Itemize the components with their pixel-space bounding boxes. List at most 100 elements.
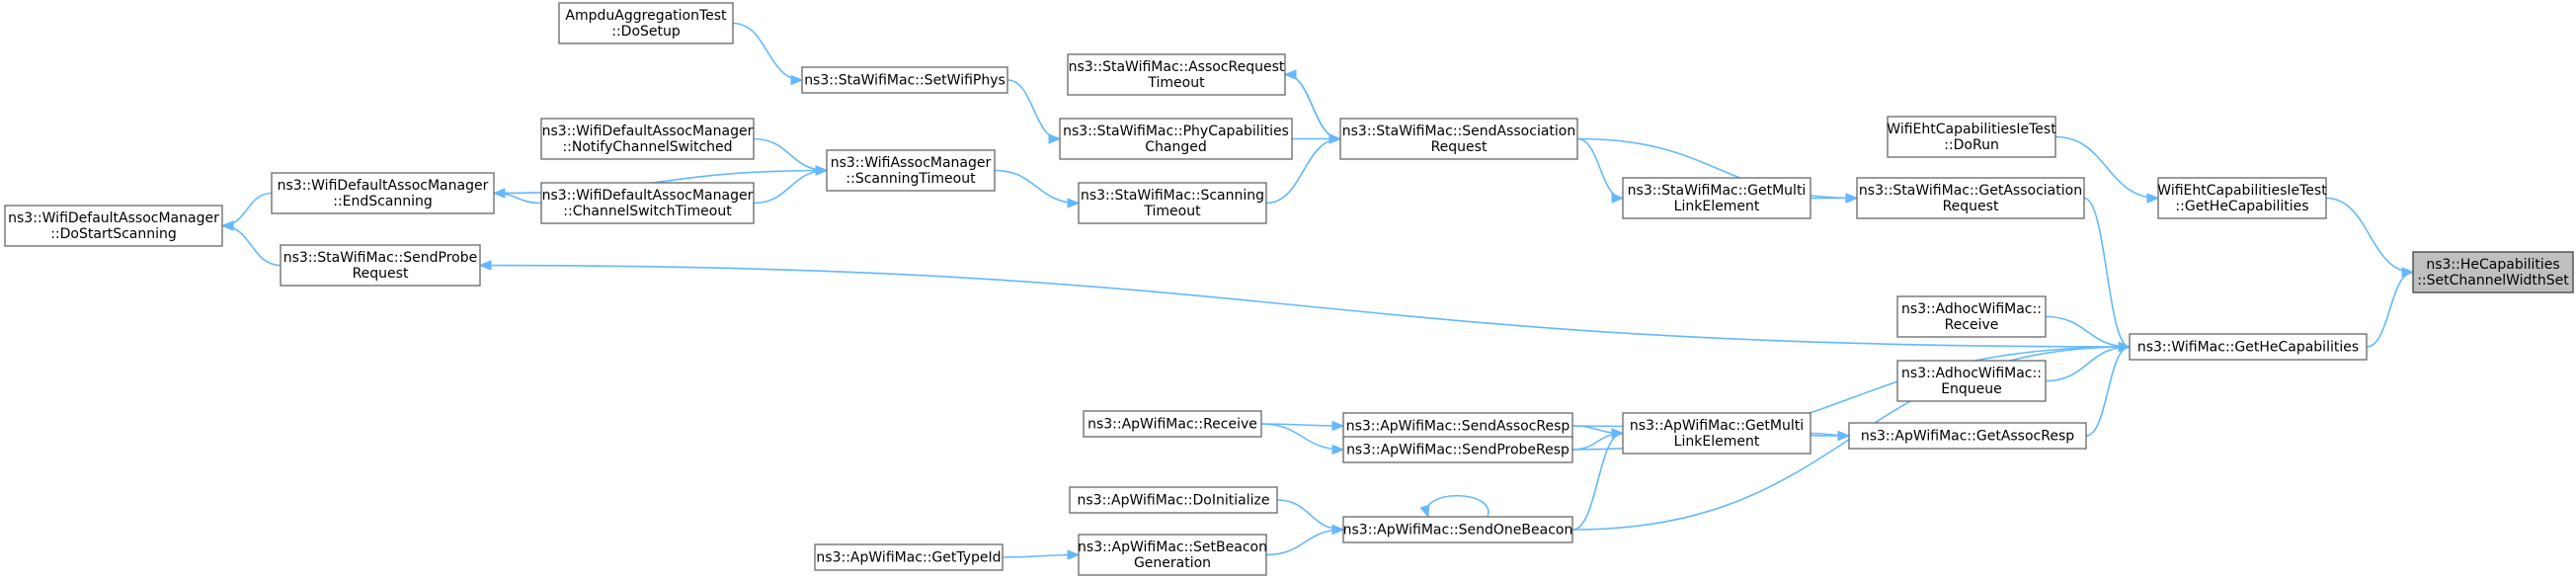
node-ehtGetHeCap[interactable]: WifiEhtCapabilitiesIeTest::GetHeCapabili… (2157, 177, 2327, 219)
edge-line (2085, 346, 2131, 437)
edge-line (1006, 79, 1061, 140)
node-box (1848, 422, 2087, 450)
node-defNotifyCh[interactable]: ns3::WifiDefaultAssocManager::NotifyChan… (540, 118, 755, 160)
node-box (1059, 118, 1293, 160)
node-label: ns3::StaWifiMac::GetAssociation (1859, 183, 2082, 199)
node-box (814, 543, 1004, 571)
edge-arrowhead (1067, 549, 1081, 560)
node-label: AmpduAggregationTest (565, 8, 727, 24)
node-apDoInit[interactable]: ns3::ApWifiMac::DoInitialize (1069, 486, 1278, 514)
node-label: Enqueue (1941, 381, 2002, 397)
edge-defChSwitchTimeout-to-defEndScan (492, 188, 542, 205)
node-label: ns3::HeCapabilities (2426, 257, 2559, 273)
node-box (1622, 412, 1811, 455)
edge-arrowhead (1067, 198, 1081, 208)
node-box (1078, 182, 1267, 224)
node-label: ::ChannelSwitchTimeout (563, 204, 732, 219)
edge-arrowhead (1845, 193, 1859, 204)
node-apReceive[interactable]: ns3::ApWifiMac::Receive (1083, 410, 1262, 438)
node-apSendOneBeacon[interactable]: ns3::ApWifiMac::SendOneBeacon (1342, 516, 1573, 543)
edge-line (1571, 432, 1624, 531)
edge-staGetAssocReq-to-getHeCap (2083, 197, 2132, 353)
node-staSetWifiPhys[interactable]: ns3::StaWifiMac::SetWifiPhys (801, 66, 1008, 94)
edge-arrowhead (1611, 193, 1625, 204)
node-box (826, 149, 996, 192)
node-root[interactable]: ns3::HeCapabilities::SetChannelWidthSet (2412, 251, 2574, 293)
node-label: ns3::StaWifiMac::SetWifiPhys (804, 73, 1006, 89)
edge-arrowhead (1331, 420, 1345, 432)
node-ehtDoRun[interactable]: WifiEhtCapabilitiesIeTest::DoRun (1887, 116, 2056, 158)
edge-line (1576, 137, 1624, 200)
edge-getHeCap-to-root (2366, 267, 2415, 348)
nodes-layer: ns3::HeCapabilities::SetChannelWidthSetn… (4, 2, 2574, 576)
edge-line (2083, 197, 2131, 348)
edge-arrowhead (1328, 133, 1342, 144)
node-label: ns3::ApWifiMac::SendProbeResp (1346, 443, 1570, 458)
edge-ehtDoRun-to-ehtGetHeCap (2054, 135, 2160, 204)
node-label: ns3::ApWifiMac::SendOneBeacon (1343, 523, 1573, 539)
node-apSendAssocResp[interactable]: ns3::ApWifiMac::SendAssocResp (1342, 412, 1573, 440)
node-apGetAssocResp[interactable]: ns3::ApWifiMac::GetAssocResp (1848, 422, 2087, 450)
edge-ampduDoSetup-to-staSetWifiPhys (732, 22, 804, 86)
node-defChSwitchTimeout[interactable]: ns3::WifiDefaultAssocManager::ChannelSwi… (540, 182, 755, 224)
node-box (1342, 436, 1573, 463)
node-box (2129, 333, 2368, 361)
node-label: ns3::ApWifiMac::SetBeacon (1078, 540, 1267, 555)
node-defDoStartScan[interactable]: ns3::WifiDefaultAssocManager::DoStartSca… (4, 205, 223, 247)
edge-line (221, 192, 273, 227)
node-apSendProbeResp[interactable]: ns3::ApWifiMac::SendProbeResp (1342, 436, 1573, 463)
node-apGetTypeId[interactable]: ns3::ApWifiMac::GetTypeId (814, 543, 1004, 571)
node-label: ns3::ApWifiMac::GetAssocResp (1861, 429, 2074, 445)
node-box (1078, 534, 1267, 576)
node-label: WifiEhtCapabilitiesIeTest (1887, 122, 2056, 137)
node-box (4, 205, 223, 247)
node-box (540, 118, 755, 160)
node-label: ::GetHeCapabilities (2175, 199, 2308, 214)
edge-apReceive-to-apSendProbeResp (1260, 423, 1345, 456)
edge-apGetTypeId-to-apSetBeaconGen (1002, 549, 1081, 560)
node-adhocReceive[interactable]: ns3::AdhocWifiMac::Receive (1896, 295, 2047, 338)
edge-line (1284, 73, 1341, 140)
node-label: ns3::StaWifiMac::GetMulti (1628, 183, 1807, 199)
node-box (1339, 118, 1578, 160)
edge-line (2366, 271, 2414, 348)
node-defEndScan[interactable]: ns3::WifiDefaultAssocManager::EndScannin… (271, 172, 495, 214)
edge-line (1002, 553, 1080, 558)
edge-arrowhead (220, 220, 234, 231)
node-label: ns3::AdhocWifiMac:: (1901, 301, 2042, 317)
node-label: ns3::ApWifiMac::SendAssocResp (1346, 419, 1570, 435)
node-ampduDoSetup[interactable]: AmpduAggregationTest::DoSetup (558, 2, 734, 44)
node-assocScanTimeout[interactable]: ns3::WifiAssocManager::ScanningTimeout (826, 149, 996, 192)
edge-getHeCap-to-staSendProbeReq (478, 260, 2131, 348)
edge-line (1426, 494, 1489, 518)
node-box (540, 182, 755, 224)
edge-staSendAssocReq-to-staAssocReqTimeout (1283, 69, 1341, 140)
node-getHeCap[interactable]: ns3::WifiMac::GetHeCapabilities (2129, 333, 2368, 361)
edge-line (1260, 423, 1344, 451)
edge-arrowhead (478, 260, 492, 271)
edge-line (2045, 346, 2131, 382)
edge-assocScanTimeout-to-staScanTimeout (994, 169, 1081, 208)
node-label: ns3::AdhocWifiMac:: (1901, 366, 2042, 381)
node-box (1067, 53, 1286, 96)
edge-apSetBeaconGen-to-apSendOneBeacon (1265, 524, 1345, 556)
node-label: ns3::ApWifiMac::DoInitialize (1078, 493, 1270, 509)
node-label: Timeout (1147, 75, 1205, 91)
node-label: ns3::WifiDefaultAssocManager (278, 178, 489, 194)
node-adhocEnqueue[interactable]: ns3::AdhocWifiMac::Enqueue (1896, 360, 2047, 402)
edge-staSendAssocReq-to-staGetMultiLink (1576, 137, 1625, 204)
edge-arrowhead (1048, 133, 1062, 144)
edge-arrowhead (1611, 428, 1625, 439)
node-box (2412, 251, 2574, 293)
node-label: ::ScanningTimeout (845, 171, 976, 187)
node-staScanTimeout[interactable]: ns3::StaWifiMac::ScanningTimeout (1078, 182, 1267, 224)
node-label: ::EndScanning (333, 194, 433, 209)
